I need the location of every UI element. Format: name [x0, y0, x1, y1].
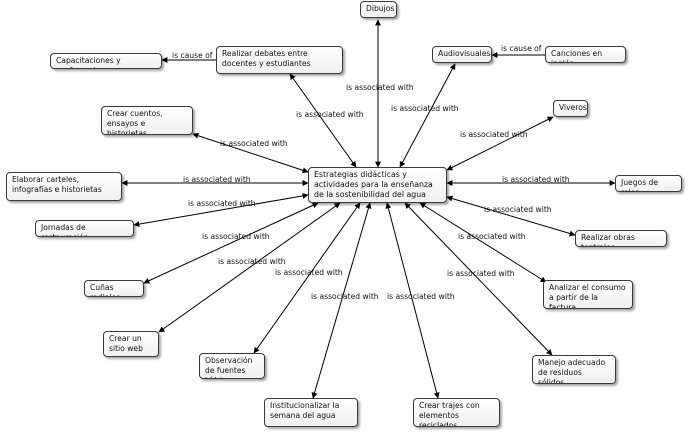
central-concept[interactable]: Estrategias didácticas y actividades par…	[308, 167, 447, 203]
edge-label: is associated with	[346, 83, 414, 92]
node-juegos[interactable]: Juegos de roles	[615, 175, 682, 192]
node-cuentos[interactable]: Crear cuentos, ensayos e historietas	[101, 106, 193, 135]
node-dibujos[interactable]: Dibujos	[360, 1, 397, 18]
link-cuentos	[192, 132, 309, 174]
edge-label: is associated with	[183, 175, 251, 184]
node-consumo[interactable]: Analizar el consumo a partir de la factu…	[543, 280, 633, 309]
edge-label: is associated with	[218, 257, 286, 266]
edge-label: is associated with	[458, 232, 526, 241]
link-manejo	[404, 202, 553, 356]
edge-label: is associated with	[188, 199, 256, 208]
edge-label: is associated with	[296, 110, 364, 119]
node-debates[interactable]: Realizar debates entre docentes y estudi…	[216, 46, 343, 74]
edge-label-cause-capacitaciones: is cause of	[172, 51, 213, 60]
link-obras	[446, 195, 576, 237]
edge-label: is associated with	[502, 175, 570, 184]
edge-label: is associated with	[220, 139, 288, 148]
node-jornadas[interactable]: Jornadas de restauración	[35, 220, 134, 237]
node-sitio[interactable]: Crear un sitio web	[103, 331, 159, 357]
node-audiovisuales[interactable]: Audiovisuales	[432, 46, 492, 63]
edge-label: is associated with	[311, 292, 379, 301]
edge-label: is associated with	[484, 205, 552, 214]
node-manejo[interactable]: Manejo adecuado de residuos sólidos	[532, 355, 616, 384]
edge-label-cause-canciones: is cause of	[501, 44, 542, 53]
link-debates	[289, 73, 357, 168]
link-institucionalizar	[311, 202, 372, 399]
node-carteles[interactable]: Elaborar carteles, infografías e histori…	[6, 172, 122, 201]
node-cunas[interactable]: Cuñas radiales	[84, 280, 144, 297]
node-canciones[interactable]: Canciones en inglés	[545, 46, 626, 63]
node-observacion[interactable]: Observación de fuentes hídricas	[199, 353, 265, 379]
edge-label: is associated with	[447, 269, 515, 278]
node-viveros[interactable]: Viveros	[553, 100, 588, 117]
link-trajes	[385, 202, 440, 399]
node-institucionalizar[interactable]: Institucionalizar la semana del agua	[264, 398, 358, 427]
edge-label: is associated with	[391, 104, 459, 113]
link-viveros	[446, 116, 554, 171]
link-audiovisuales	[399, 63, 456, 168]
edge-label: is associated with	[202, 232, 270, 241]
node-trajes[interactable]: Crear trajes con elementos reciclados	[413, 398, 500, 427]
edge-label: is associated with	[387, 292, 455, 301]
node-obras[interactable]: Realizar obras teatrales	[575, 230, 667, 247]
edge-label: is associated with	[460, 130, 528, 139]
node-capacitaciones[interactable]: Capacitaciones y conferencias	[50, 53, 162, 69]
edge-label: is associated with	[275, 268, 343, 277]
